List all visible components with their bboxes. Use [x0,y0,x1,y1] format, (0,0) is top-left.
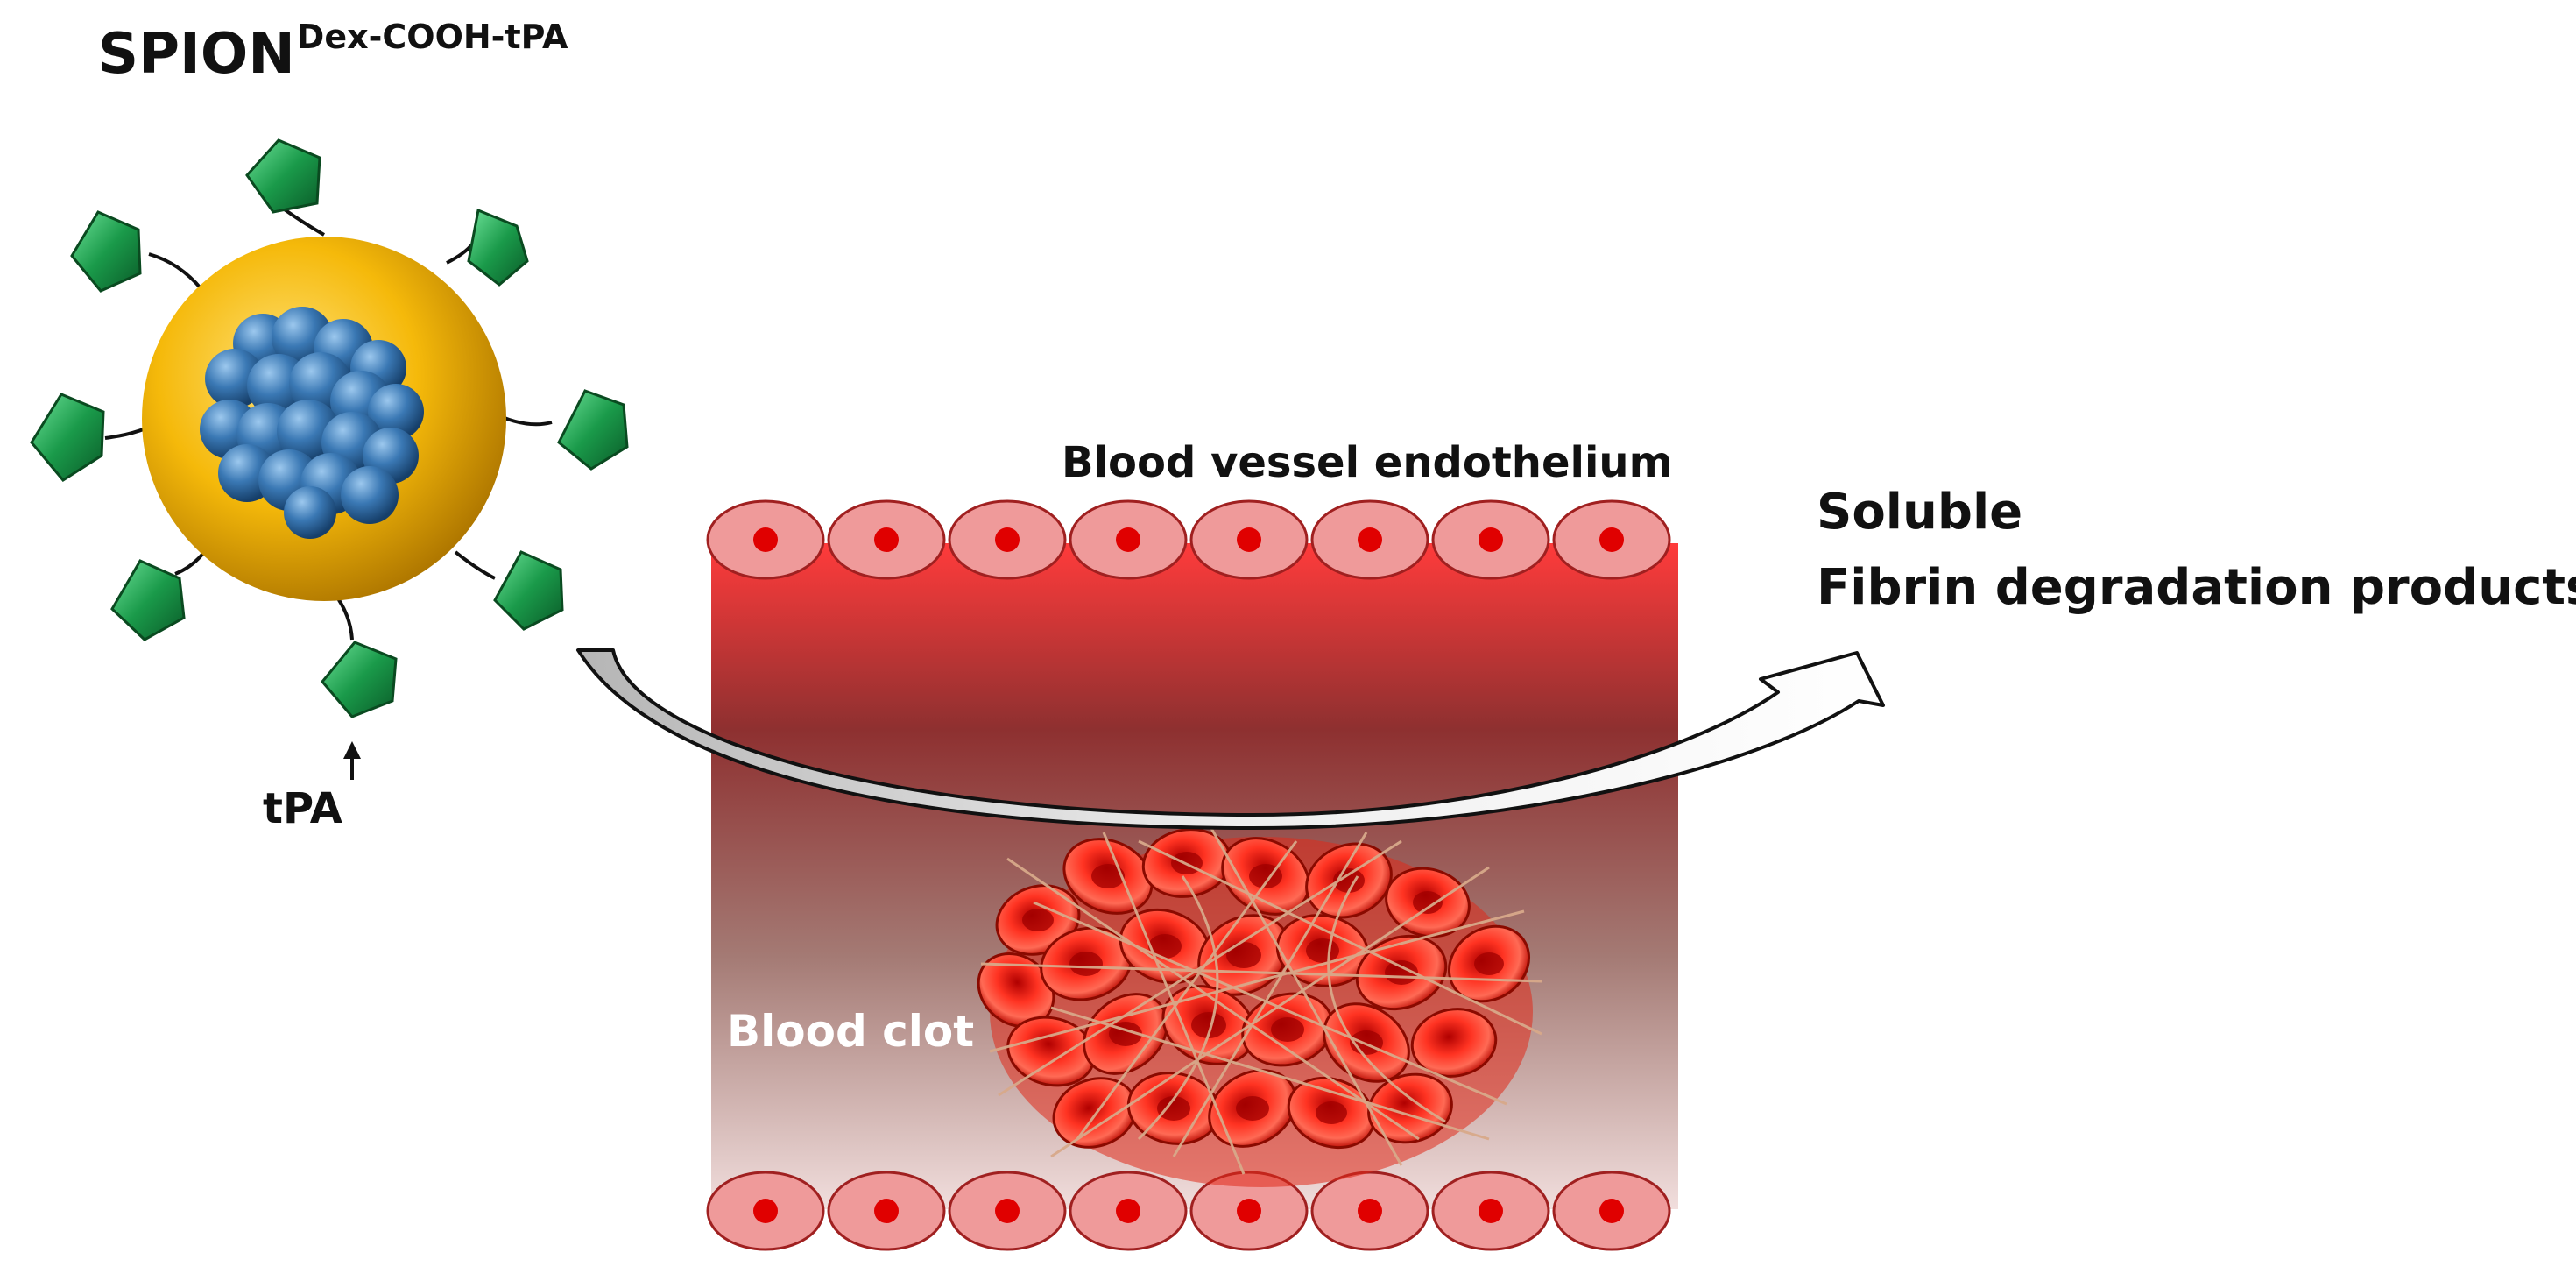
title-superscript: Dex-COOH-tPA [296,18,568,56]
title-main: SPION [98,22,295,87]
nanoparticle-title: SPIONDex-COOH-tPA [98,18,568,87]
products-label-line1: Soluble [1817,484,2023,541]
tpa-molecule [70,210,142,293]
endothelium-top [706,499,1671,580]
tpa-molecule [493,550,564,631]
blood-clot-label: Blood clot [727,1006,975,1057]
blood-vessel [706,499,1678,1251]
tpa-molecule [467,208,529,287]
tpa-molecule [321,640,398,718]
blood-clot [977,823,1542,1187]
process-arrow [576,648,1885,830]
products-label-line2: Fibrin degradation products [1817,559,2576,616]
spion-core [200,307,424,539]
endothelium-bottom [706,1171,1671,1251]
tpa-molecule [30,393,105,482]
tpa-label: tPA [263,784,342,833]
tpa-molecule [245,138,321,214]
nanoparticle [30,138,629,780]
tpa-molecule [557,389,629,471]
endothelium-label: Blood vessel endothelium [1062,438,1673,487]
fibrin-strands [980,823,1542,1175]
tpa-pointer-arrow [343,741,361,780]
tpa-molecules [30,138,629,718]
tpa-molecule [110,559,186,641]
